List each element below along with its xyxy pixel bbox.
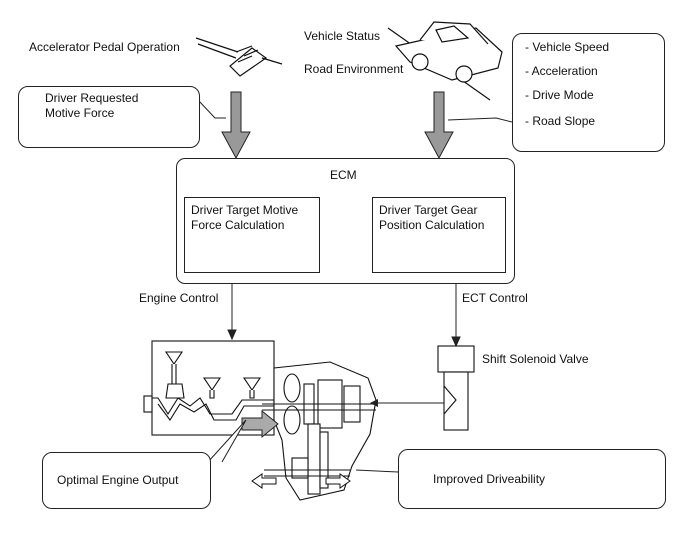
driver-requested-text: Driver Requested Motive Force: [45, 91, 139, 120]
optimal-engine-output-text: Optimal Engine Output: [57, 473, 179, 487]
optimal-engine-output-callout: Optimal Engine Output: [42, 452, 211, 509]
param-road-slope: - Road Slope: [525, 114, 596, 128]
param-acceleration: - Acceleration: [525, 64, 598, 78]
improved-driveability-text: Improved Driveability: [433, 472, 546, 486]
improved-driveability-callout: Improved Driveability: [398, 449, 666, 509]
input-arrow-right: [424, 91, 454, 160]
input-arrow-left: [221, 91, 251, 160]
callout-pointer: [355, 469, 399, 473]
engine-output-arrow: [241, 409, 279, 439]
vehicle-status-label: Vehicle Status: [304, 29, 381, 43]
output-arrows: [251, 473, 351, 489]
driver-requested-callout: Driver Requested Motive Force: [18, 86, 200, 148]
target-motive-force-text: Driver Target Motive Force Calculation: [191, 203, 299, 232]
callout-pointer: [447, 117, 513, 123]
param-drive-mode: - Drive Mode: [525, 88, 594, 102]
road-environment-label: Road Environment: [304, 62, 404, 76]
shift-solenoid-label: Shift Solenoid Valve: [482, 352, 589, 366]
vehicle-params-callout: - Vehicle Speed - Acceleration - Drive M…: [512, 33, 665, 152]
target-motive-force-box: Driver Target Motive Force Calculation: [184, 197, 320, 273]
accelerator-pedal-icon: [195, 37, 283, 77]
target-gear-position-box: Driver Target Gear Position Calculation: [372, 197, 506, 273]
ecm-box: ECM Driver Target Motive Force Calculati…: [176, 158, 515, 284]
callout-pointer: [207, 419, 247, 463]
ect-control-label: ECT Control: [462, 291, 528, 305]
engine-control-label: Engine Control: [139, 291, 219, 305]
car-on-slope-icon: [387, 21, 503, 101]
param-vehicle-speed: - Vehicle Speed: [525, 40, 610, 54]
accelerator-pedal-label: Accelerator Pedal Operation: [29, 40, 180, 54]
callout-pointer: [197, 99, 226, 119]
transmission-diagram: [262, 361, 377, 501]
ecm-title: ECM: [330, 168, 357, 182]
shift-solenoid-valve-icon: [437, 345, 475, 431]
target-gear-position-text: Driver Target Gear Position Calculation: [379, 203, 485, 232]
